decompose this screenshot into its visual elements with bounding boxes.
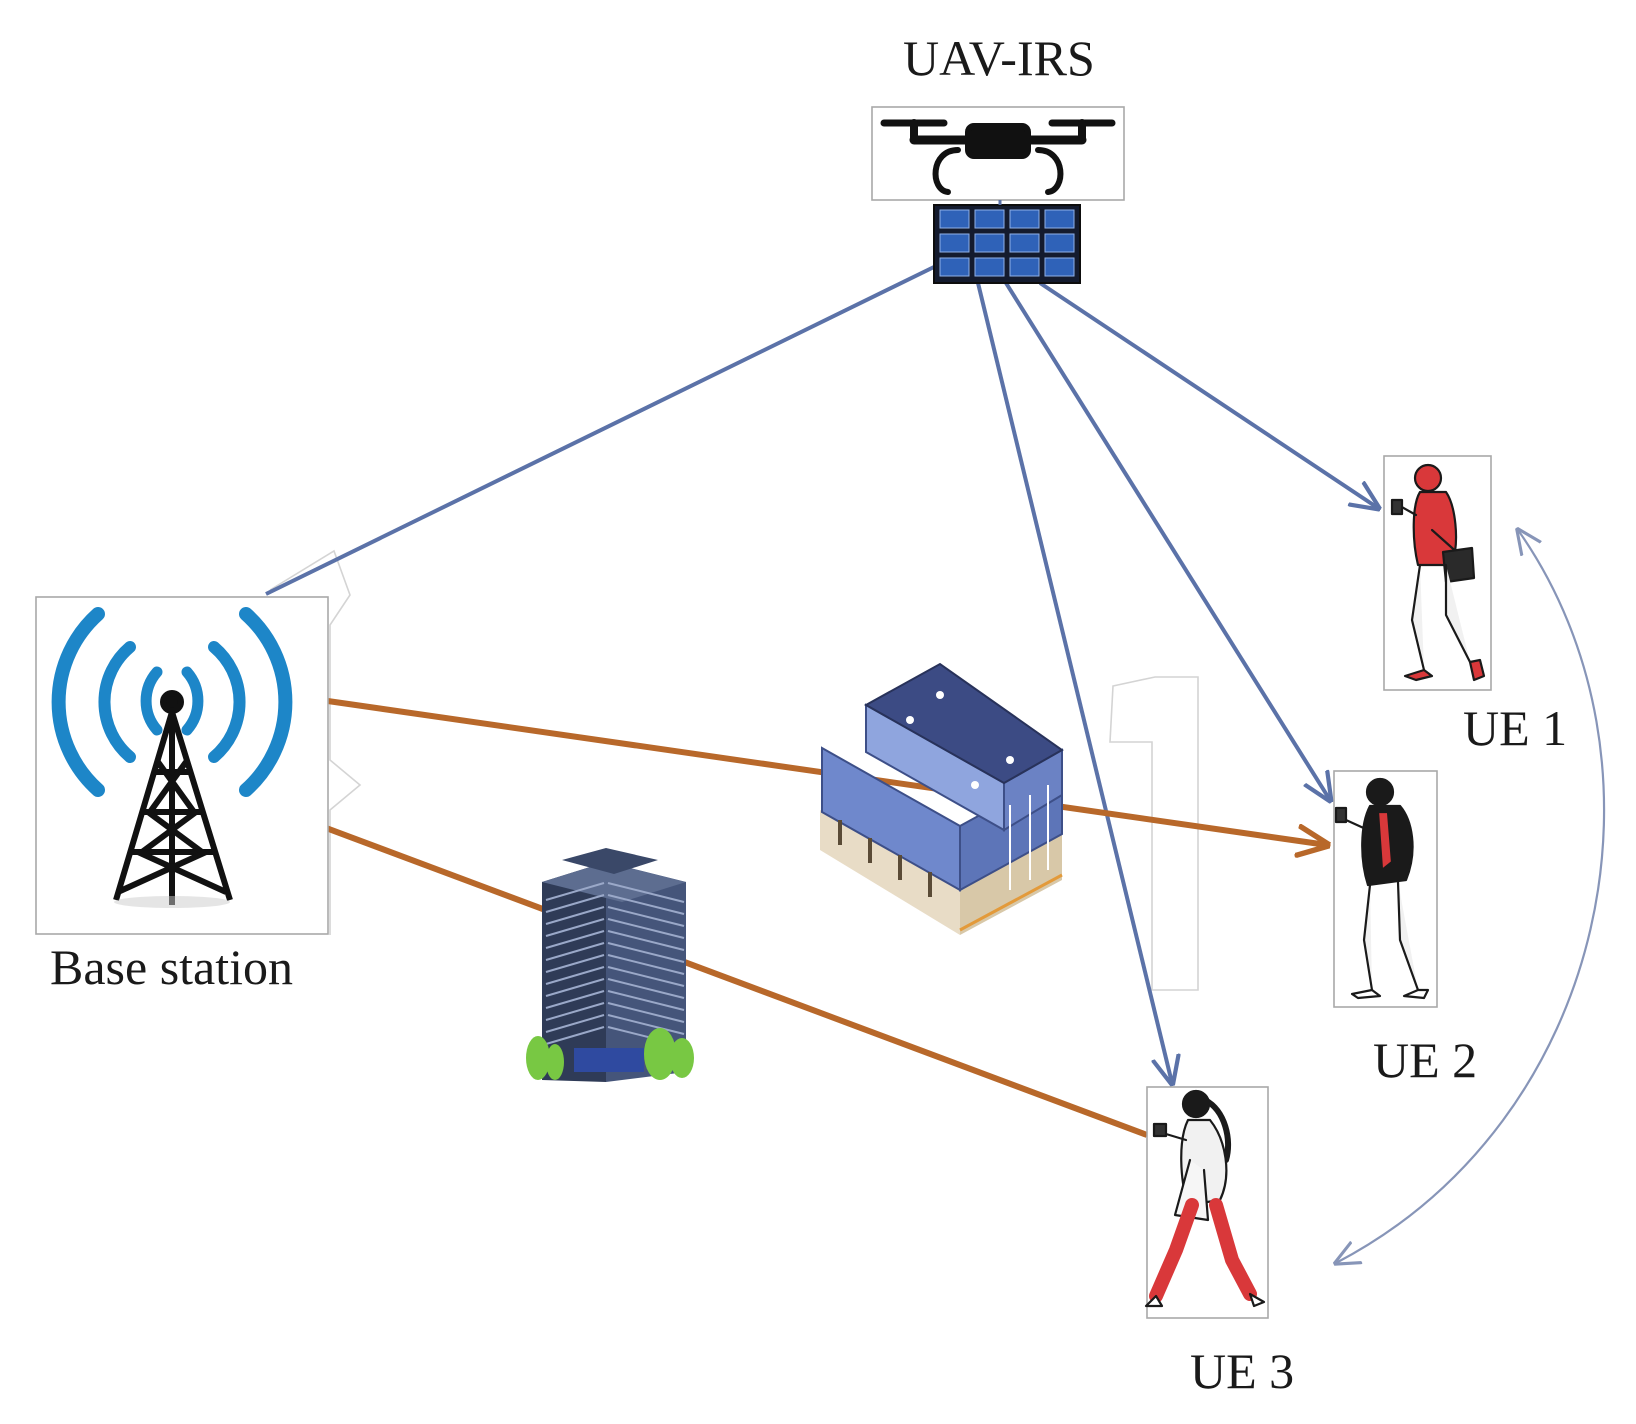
direct-link-ue2 — [299, 694, 1327, 845]
base-station-label: Base station — [50, 939, 294, 995]
direct-link-ue3 — [252, 798, 1149, 1138]
tower-window-stripe — [545, 1026, 605, 1045]
mobility-arc — [1336, 530, 1606, 1263]
tower-window-stripe — [607, 978, 685, 999]
tower-window-stripe — [607, 942, 685, 963]
irs-panel-icon — [933, 200, 1081, 284]
tower-window-stripe — [607, 894, 685, 915]
tower-window-stripe — [545, 930, 605, 949]
irs-element — [1044, 209, 1075, 229]
tower-window-stripe — [607, 906, 685, 927]
ue2-label: UE 2 — [1373, 1032, 1478, 1088]
tower-window-stripe — [545, 942, 605, 961]
tower-window-stripe — [545, 1014, 605, 1033]
uav-irs-label: UAV-IRS — [903, 30, 1095, 86]
irs-element — [1044, 257, 1075, 277]
irs-element — [974, 209, 1005, 229]
irs-element — [1009, 257, 1040, 277]
reflected-link-ue2 — [1004, 281, 1330, 800]
tower-window-stripe — [607, 1014, 685, 1035]
irs-element — [974, 233, 1005, 253]
tower-window-stripe — [545, 894, 605, 913]
tower-window-stripe — [545, 918, 605, 937]
irs-element — [939, 209, 970, 229]
irs-element — [1009, 233, 1040, 253]
irs-element — [939, 257, 970, 277]
ue1-label: UE 1 — [1463, 700, 1568, 756]
irs-element — [939, 233, 970, 253]
tower-window-stripe — [607, 954, 685, 975]
ue1-person-icon — [1383, 455, 1492, 691]
ue3-label: UE 3 — [1190, 1343, 1295, 1399]
building-tower-icon — [526, 848, 694, 1082]
tower-window-stripe — [545, 954, 605, 973]
tower-window-stripe — [545, 906, 605, 925]
reflected-link-ue1 — [1038, 281, 1378, 508]
irs-element — [1009, 209, 1040, 229]
ue3-person-icon — [1144, 1086, 1269, 1319]
tower-window-stripe — [607, 966, 685, 987]
tower-window-stripe — [545, 978, 605, 997]
tower-window-stripe — [545, 966, 605, 985]
tower-window-stripe — [607, 918, 685, 939]
tower-window-stripe — [607, 1002, 685, 1023]
ue2-person-icon — [1333, 770, 1438, 1008]
tower-window-stripe — [545, 882, 605, 901]
tower-window-stripe — [607, 990, 685, 1011]
reflected-link-ue3 — [976, 282, 1172, 1083]
tower-window-stripe — [607, 882, 685, 903]
irs-element — [974, 257, 1005, 277]
tower-window-stripe — [607, 930, 685, 951]
tower-window-stripe — [545, 990, 605, 1009]
base-station-icon — [35, 596, 329, 935]
irs-element — [1044, 233, 1075, 253]
uav-drone-icon — [871, 106, 1125, 201]
tower-window-stripe — [545, 1002, 605, 1021]
reflected-link-bs — [265, 264, 937, 596]
building-low-icon — [820, 662, 1064, 935]
